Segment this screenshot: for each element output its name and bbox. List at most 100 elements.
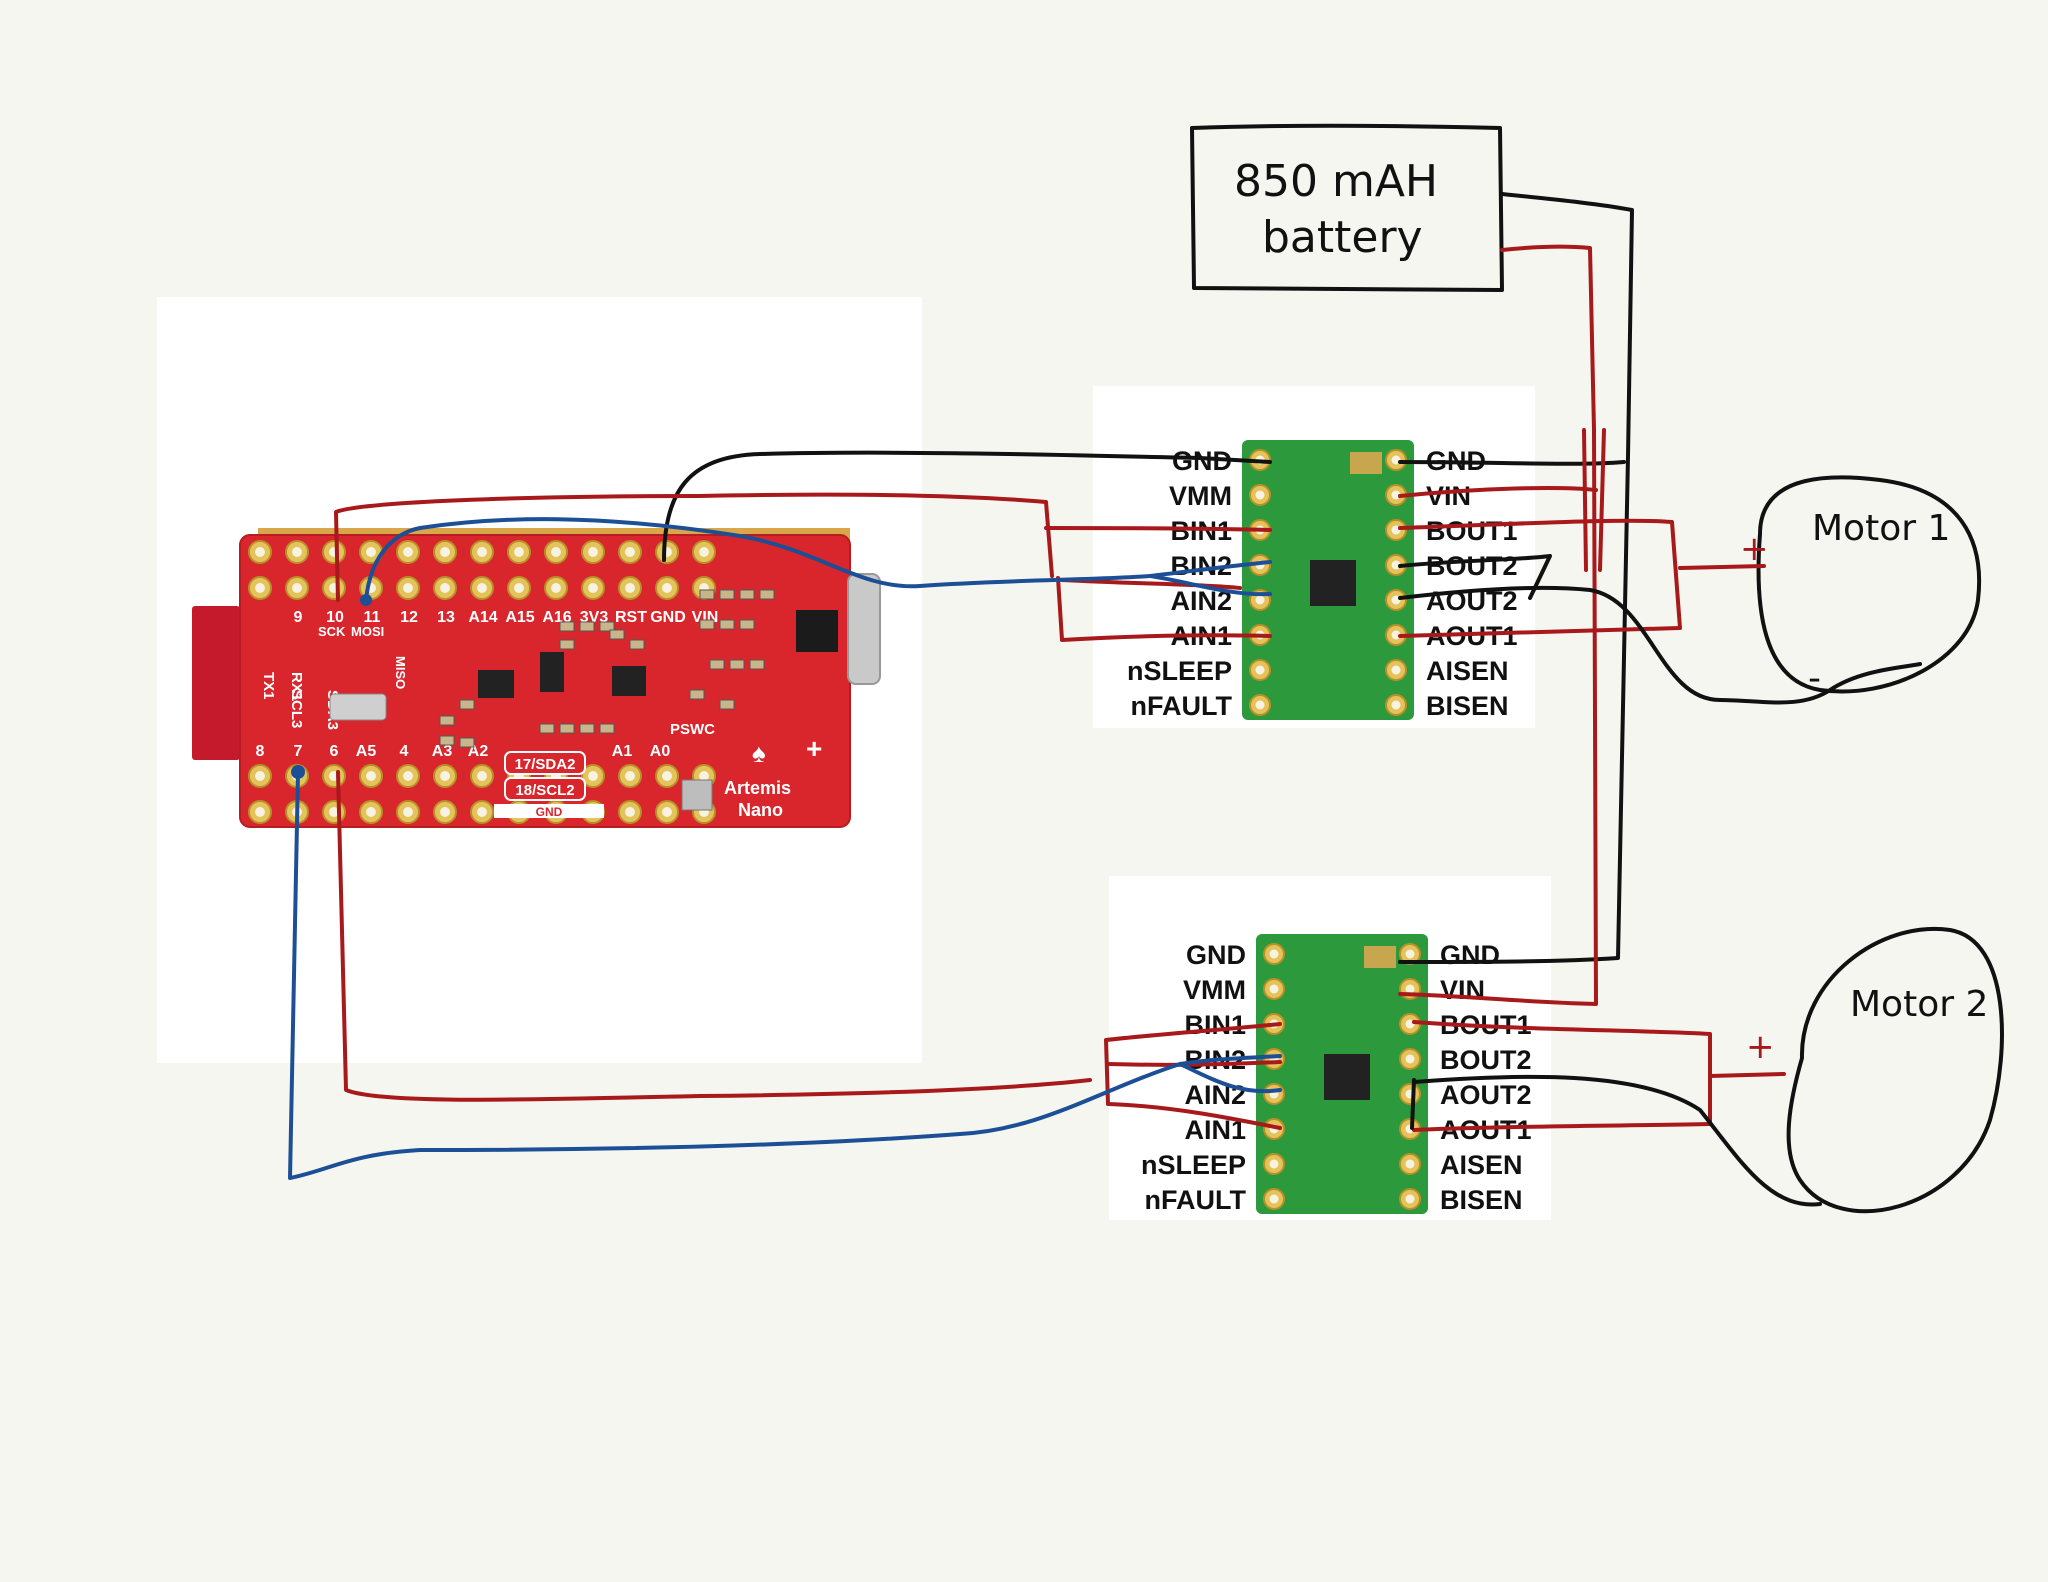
pin-hole-center: [1269, 1159, 1279, 1169]
scl3-label: SCL3: [288, 690, 305, 728]
smd-component: [439, 715, 455, 726]
artemis-gnd-wire: [662, 450, 1272, 562]
smd-component: [719, 589, 735, 600]
driver1-ain2-wire: [1060, 578, 1242, 590]
pin7-wire-dot: [291, 765, 305, 779]
motor2-label: Motor 2: [1850, 984, 1988, 1025]
driver-right-pin-label: BISEN: [1440, 1185, 1523, 1215]
top-pin-label: 9: [294, 609, 303, 626]
top-pin-label: 13: [437, 609, 455, 626]
pin-hole-center: [662, 583, 672, 593]
motor2-plus-lead: [1708, 1072, 1786, 1078]
pin-hole-center: [403, 547, 413, 557]
battery: 850 mAH battery: [1190, 123, 1504, 292]
miso-label: MISO: [393, 656, 408, 689]
bottom-pin-label: A1: [612, 743, 633, 760]
smd-component: [719, 619, 735, 630]
sda2-label: 17/SDA2: [515, 756, 576, 773]
smd-component: [729, 659, 745, 670]
pin-hole-center: [1391, 665, 1401, 675]
sda2-pad: [504, 751, 586, 775]
motor1-plus-lead: [1678, 564, 1766, 570]
driver1-ain1-wire: [1056, 576, 1272, 642]
pin-hole-center: [292, 583, 302, 593]
smd-component: [759, 589, 775, 600]
driver2-bin1-wire: [1104, 1022, 1282, 1130]
driver1-ground-link: [1398, 460, 1626, 466]
regulator-chip: [612, 666, 646, 696]
pin-hole-center: [366, 547, 376, 557]
bottom-pin-label: 6: [330, 743, 339, 760]
pin-hole-center: [1405, 1159, 1415, 1169]
pin-hole-center: [403, 771, 413, 781]
pin-hole-center: [625, 771, 635, 781]
pin-hole-center: [1391, 630, 1401, 640]
pin-hole-center: [625, 583, 635, 593]
battery-ground-wire: [1398, 192, 1634, 964]
pin-hole-center: [329, 807, 339, 817]
pin-hole-center: [1405, 949, 1415, 959]
pin-hole-center: [1255, 490, 1265, 500]
bottom-pin-label: A3: [432, 743, 453, 760]
pswc-label: PSWC: [670, 721, 715, 738]
capacitor: [1364, 946, 1396, 968]
bottom-pin-label: 4: [400, 743, 409, 760]
artemis-name-line1: Artemis: [724, 778, 791, 798]
driver-left-pin-label: nFAULT: [1131, 691, 1233, 721]
pin-hole-center: [1405, 1054, 1415, 1064]
crystal: [329, 693, 387, 721]
pin-hole-center: [699, 771, 709, 781]
top-pin-label: 11: [364, 609, 381, 626]
driver-right-pin-label: VIN: [1426, 481, 1471, 511]
battery-power-wire: [1398, 244, 1598, 1006]
pin12-wire-dot: [360, 594, 372, 606]
artemis-name-line2: Nano: [738, 800, 783, 820]
motor2-plus: +: [1746, 1027, 1775, 1067]
pin-hole-center: [255, 583, 265, 593]
driver1-motor-plus-wire: [1398, 518, 1682, 638]
wires: [288, 192, 1922, 1207]
top-pin-label: RST: [615, 609, 647, 626]
driver-left-pin-label: VMM: [1183, 975, 1246, 1005]
top-pin-label: 12: [400, 609, 418, 626]
driver-right-pin-label: AISEN: [1440, 1150, 1523, 1180]
motor1-label: Motor 1: [1812, 508, 1950, 549]
driver-right-pin-label: BOUT2: [1426, 551, 1518, 581]
smd-component: [739, 619, 755, 630]
pin-hole-center: [440, 547, 450, 557]
smd-component: [699, 619, 715, 630]
gnd-strip-label: GND: [536, 805, 563, 819]
sparkfun-flame-icon: ♠: [752, 738, 766, 768]
driver-left-pin-label: BIN1: [1184, 1010, 1246, 1040]
smd-component: [579, 621, 595, 632]
driver-right-pin-label: BOUT1: [1426, 516, 1518, 546]
plus-label: +: [806, 733, 822, 764]
driver-left-pin-label: nSLEEP: [1127, 656, 1232, 686]
pin-hole-center: [440, 807, 450, 817]
driver-right-pin-label: BOUT2: [1440, 1045, 1532, 1075]
driver-chip: [1310, 560, 1356, 606]
motor-1: Motor 1 + -: [1740, 475, 1982, 699]
top-pin-label: A15: [505, 609, 534, 626]
driver-left-pin-label: AIN2: [1184, 1080, 1246, 1110]
pin-hole-center: [440, 771, 450, 781]
smd-component: [719, 699, 735, 710]
smd-component: [599, 723, 615, 734]
smd-component: [629, 639, 645, 650]
capacitor: [1350, 452, 1382, 474]
battery-label-line1: 850 mAH: [1234, 156, 1438, 207]
smd-component: [559, 639, 575, 650]
pin-hole-center: [1391, 560, 1401, 570]
pin-hole-center: [440, 583, 450, 593]
pin-hole-center: [477, 807, 487, 817]
scl2-label: 18/SCL2: [515, 782, 574, 799]
artemis-pin6-wire: [336, 770, 1092, 1102]
driver2-pin-holes: [1263, 943, 1421, 1210]
pin-hole-center: [1255, 595, 1265, 605]
driver2-ain2-blue: [1178, 1062, 1282, 1094]
bottom-pin-label: 8: [256, 743, 265, 760]
